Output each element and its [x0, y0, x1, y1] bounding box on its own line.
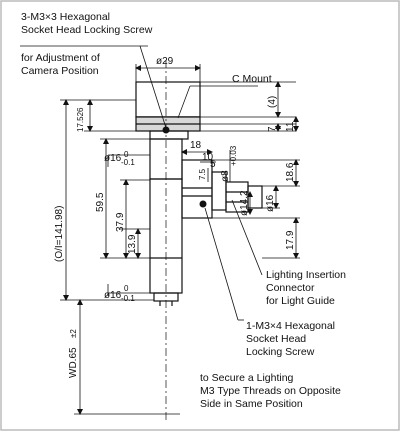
set-screw-marker [162, 126, 170, 134]
dimension-lines [60, 64, 300, 415]
threads-note-line1: to Secure a Lighting [200, 372, 294, 384]
threads-note-line2: M3 Type Threads on Opposite [200, 385, 341, 397]
locking-screw-line2: Socket Head [246, 333, 306, 345]
dimension-labels: ø29 17.526 (4) 7 11 18 10 5 7.5 ø16 0 -0… [54, 56, 296, 378]
lighting-connector-line1: Lighting Insertion [266, 269, 346, 281]
dim-d16-top: ø16 [104, 153, 122, 164]
lighting-connector-line3: for Light Guide [266, 295, 335, 307]
dim-total: (O/I=141.98) [54, 206, 65, 262]
dim-11: 11 [285, 121, 296, 132]
dim-7: 7 [267, 126, 278, 132]
dim-d8-tol: +0.03 [229, 145, 238, 166]
dim-d16-bottom-tol: -0.1 [121, 294, 135, 303]
dim-10: 10 [202, 152, 214, 163]
dim-d142: ø14.2 [239, 190, 250, 216]
locking-screw-line3: Locking Screw [246, 346, 315, 358]
dim-d16-top-tol: -0.1 [121, 158, 135, 167]
dim-d16-right: ø16 [265, 194, 276, 212]
light-housing [181, 159, 213, 219]
dim-d16-top-zero: 0 [124, 150, 129, 159]
set-screw-label-line1: 3-M3×3 Hexagonal [21, 11, 110, 23]
dim-186: 18.6 [285, 162, 296, 182]
dim-595: 59.5 [95, 192, 106, 212]
camera-housing [135, 81, 201, 118]
locking-screw-line1: 1-M3×4 Hexagonal [246, 320, 335, 332]
dim-5: 5 [210, 159, 216, 170]
annotation-labels: 3-M3×3 Hexagonal Socket Head Locking Scr… [21, 11, 346, 410]
dim-17526: 17.526 [76, 107, 85, 132]
dim-d8: ø8 [220, 170, 231, 182]
adjustment-label-line1: for Adjustment of [21, 52, 100, 64]
lighting-connector-line2: Connector [266, 282, 315, 294]
dim-139: 13.9 [127, 234, 138, 254]
dim-179: 17.9 [285, 230, 296, 250]
dim-75: 7.5 [198, 168, 207, 180]
dim-18: 18 [190, 140, 202, 151]
locking-screw-marker [199, 200, 207, 208]
leader-lines [20, 45, 263, 321]
threads-note-line3: Side in Same Position [200, 398, 303, 410]
dim-wd-tol: ±2 [69, 329, 78, 338]
dim-wd: WD.65 [68, 347, 79, 378]
adjustment-label-line2: Camera Position [21, 65, 99, 77]
c-mount-label: C Mount [232, 73, 272, 85]
dim-d29: ø29 [156, 56, 174, 67]
dim-d16-bottom: ø16 [104, 290, 122, 301]
dim-d16-bottom-zero: 0 [124, 284, 129, 293]
dim-4: (4) [267, 96, 278, 108]
set-screw-label-line2: Socket Head Locking Screw [21, 24, 153, 36]
dim-379: 37.9 [115, 212, 126, 232]
